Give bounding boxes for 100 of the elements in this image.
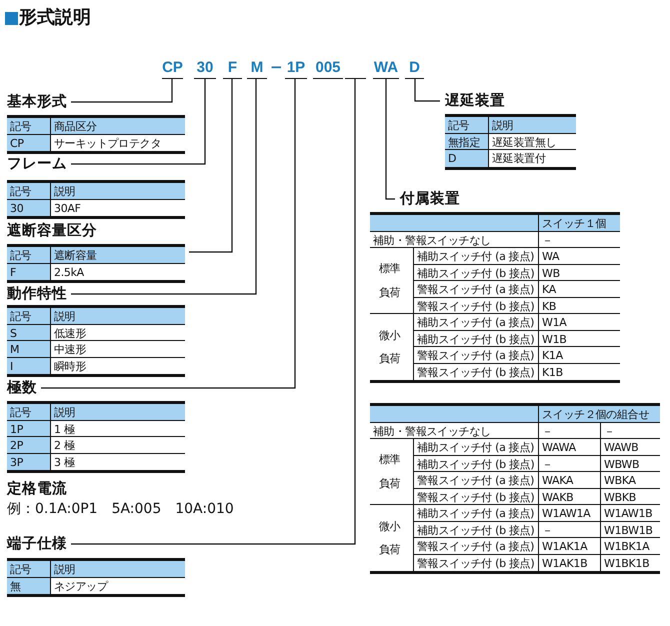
table-cell: CP (7, 134, 50, 151)
section-heading: 遅延装置 (445, 92, 505, 110)
table-cell: スイッチ１個 (538, 215, 620, 232)
leader-line (41, 79, 296, 389)
leader-line (71, 79, 206, 165)
table-cell: 説明 (488, 117, 576, 134)
table-cell: WAWB (600, 439, 660, 456)
table-cell: W1A (538, 314, 620, 330)
code-segment: 30 (194, 58, 216, 79)
spec-table (7, 180, 185, 219)
table-cell: 低速形 (50, 324, 185, 341)
table-cell: W1AW1B (600, 505, 660, 522)
table-cell: KA (538, 281, 620, 298)
table-cell: I (7, 358, 50, 374)
table-cell: 補助スイッチ付 (b 接点) (413, 456, 538, 472)
table-cell: サーキットプロテクタ (50, 134, 185, 151)
table-cell: W1BK1A (600, 538, 660, 554)
table-cell: 1 極 (50, 420, 185, 437)
code-segment: 005 (313, 58, 343, 79)
table-cell: 商品区分 (50, 118, 185, 134)
section-heading: 遮断容量区分 (7, 222, 97, 240)
table-cell: － (538, 232, 620, 248)
table-cell: WBKB (600, 488, 660, 505)
table-cell: 補助・警報スイッチなし (370, 422, 538, 439)
code-segment: F (223, 58, 242, 79)
table-cell: M (7, 341, 50, 358)
table-cell: 記号 (7, 247, 50, 264)
table-cell: KB (538, 298, 620, 314)
code-separator: − (270, 58, 283, 77)
section-heading: フレーム (7, 155, 67, 173)
table-cell: 無 (7, 578, 50, 594)
table-cell: 補助スイッチ付 (b 接点) (413, 264, 538, 281)
table-cell: W1B (538, 330, 620, 347)
spec-table (7, 401, 185, 473)
table-cell: 30AF (50, 200, 185, 216)
table-cell: 説明 (50, 183, 185, 200)
code-segment: CP (162, 58, 183, 79)
spec-table (445, 114, 576, 170)
code-segment: D (405, 58, 424, 79)
table-cell: － (538, 456, 600, 472)
table-cell: 3 極 (50, 454, 185, 470)
table-cell: W1AK1B (538, 554, 600, 571)
table-cell: WB (538, 264, 620, 281)
table-cell: － (600, 422, 660, 439)
table-cell: 警報スイッチ付 (b 接点) (413, 364, 538, 380)
table-cell: S (7, 324, 50, 341)
table-cell: W1AW1A (538, 505, 600, 522)
table-cell: 2P (7, 437, 50, 454)
section-heading: 付属装置 (400, 190, 460, 208)
table-cell: 説明 (50, 308, 185, 324)
leader-line (385, 79, 395, 200)
table-cell: 遅延装置無し (488, 134, 576, 150)
table-cell: 記号 (445, 117, 488, 134)
table-cell: 補助スイッチ付 (b 接点) (413, 330, 538, 347)
table-cell: 補助スイッチ付 (a 接点) (413, 505, 538, 522)
table-cell: WAWA (538, 439, 600, 456)
table-cell: K1A (538, 347, 620, 364)
table-cell: 警報スイッチ付 (a 接点) (413, 347, 538, 364)
code-segment: 1P (285, 58, 307, 79)
code-segment: M (247, 58, 267, 79)
table-cell: WAKB (538, 488, 600, 505)
table-cell: W1BK1B (600, 554, 660, 571)
table-cell: 遮断容量 (50, 247, 185, 264)
table-cell: W1BW1B (600, 522, 660, 538)
spec-table (370, 212, 620, 383)
table-cell: D (445, 150, 488, 166)
leader-line (414, 79, 440, 102)
table-cell: 30 (7, 200, 50, 216)
table-cell: 3P (7, 454, 50, 470)
section-heading: 動作特性 (7, 285, 67, 303)
title: 形式説明 (19, 7, 91, 29)
table-cell: 無指定 (445, 134, 488, 150)
spec-table (7, 558, 185, 597)
table-cell: 2 極 (50, 437, 185, 454)
table-cell: 1P (7, 420, 50, 437)
table-cell: 警報スイッチ付 (b 接点) (413, 488, 538, 505)
table-cell: 警報スイッチ付 (b 接点) (413, 554, 538, 571)
leader-line (71, 79, 257, 295)
section-heading: 定格電流 (7, 480, 67, 499)
table-cell: 2.5kA (50, 264, 185, 280)
table-cell: 補助スイッチ付 (a 接点) (413, 248, 538, 264)
section-heading: 端子仕様 (7, 535, 67, 553)
table-cell: WAKA (538, 472, 600, 488)
table-cell: － (538, 522, 600, 538)
table-cell: － (538, 422, 600, 439)
spec-table (7, 244, 185, 283)
table-cell: 警報スイッチ付 (a 接点) (413, 281, 538, 298)
leader-line (71, 79, 356, 545)
example-text: 例：0.1A:0P1 5A:005 10A:010 (7, 500, 234, 519)
table-cell: 瞬時形 (50, 358, 185, 374)
table-cell: W1AK1A (538, 538, 600, 554)
table-cell: F (7, 264, 50, 280)
section-heading: 基本形式 (7, 93, 67, 111)
table-cell: 警報スイッチ付 (b 接点) (413, 298, 538, 314)
table-cell: WA (538, 248, 620, 264)
table-cell: 補助スイッチ付 (a 接点) (413, 439, 538, 456)
table-cell: K1B (538, 364, 620, 380)
section-heading: 極数 (7, 379, 37, 397)
spec-table (7, 115, 185, 154)
table-cell: 記号 (7, 118, 50, 134)
